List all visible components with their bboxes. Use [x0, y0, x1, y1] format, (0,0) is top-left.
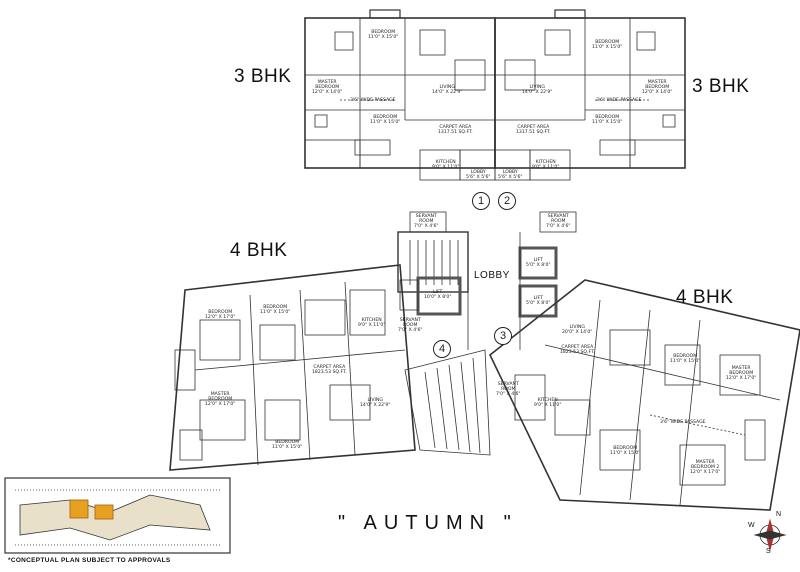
core-walls — [397, 211, 577, 350]
compass-letter-w: W — [748, 522, 755, 529]
wing-lower-right-walls — [489, 279, 800, 511]
room-label: 3'6" WIDE PASSAGE — [660, 420, 706, 425]
room-label: 3'6" WIDE PASSAGE — [596, 98, 642, 103]
lobby-label: LOBBY — [474, 270, 510, 281]
wing-label-top-left: 3 BHK — [234, 66, 292, 87]
room-label: 3'6" WIDE PASSAGE — [350, 98, 396, 103]
wing-lower-left-walls — [169, 264, 419, 471]
wing-number-1: 1 — [472, 192, 490, 210]
wing-top-left-walls — [304, 9, 496, 181]
central-staircase — [404, 349, 491, 456]
wing-number-3: 3 — [494, 327, 512, 345]
key-plan — [4, 477, 231, 554]
compass-letter-n: N — [776, 511, 782, 518]
approval-note: *CONCEPTUAL PLAN SUBJECT TO APPROVALS — [8, 557, 171, 564]
wing-label-top-right: 3 BHK — [692, 76, 750, 97]
wing-label-lower-left: 4 BHK — [230, 240, 288, 261]
wing-number-4: 4 — [433, 340, 451, 358]
compass-letter-s: S — [766, 548, 771, 555]
compass-rose — [753, 518, 787, 552]
wing-top-right-walls — [494, 9, 686, 181]
wing-label-lower-right: 4 BHK — [676, 287, 734, 308]
wing-number-2: 2 — [498, 192, 516, 210]
building-title: " AUTUMN " — [338, 512, 518, 534]
